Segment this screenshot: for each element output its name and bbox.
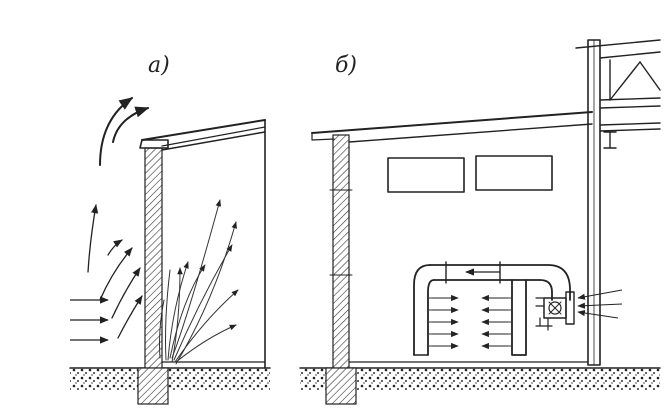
panel-b-ground (300, 368, 660, 390)
panel-a-roof-bottom (161, 131, 266, 151)
panel-b-air-duct (413, 261, 571, 356)
panel-a-roof-mid (161, 126, 266, 147)
panel-a-label: а) (148, 53, 170, 78)
panel-b-truss (575, 39, 661, 132)
panel-b-roof-top (311, 111, 593, 134)
panel-b-intake-arrows (577, 289, 623, 319)
panel-a-inside-arrows (159, 199, 239, 365)
panel-b-right-supply-arrows (481, 294, 508, 350)
panel-b-eave (311, 132, 335, 141)
panel-a-roof-arcs (99, 97, 150, 166)
panel-b-label: б) (335, 53, 357, 78)
panel-b-left-supply-arrows (432, 294, 459, 350)
panel-a-roof-top (141, 119, 266, 141)
panel-b-crane-rail (603, 131, 617, 149)
panel-a-foundation (137, 367, 169, 405)
panel-b: б) (299, 39, 661, 405)
panel-a: а) (69, 53, 271, 405)
panel-b-roof-bottom (348, 123, 593, 143)
panel-b-fan-unit (535, 291, 575, 331)
panel-b-foundation (325, 367, 357, 405)
panel-a-ground (70, 368, 270, 390)
panel-b-window-1 (387, 157, 465, 193)
panel-a-outside-rising-arrows (87, 204, 143, 339)
panel-b-window-2 (475, 155, 553, 191)
panel-b-wall (332, 134, 350, 369)
panel-a-inflow-arrows (70, 296, 109, 344)
panel-a-cornice (139, 139, 169, 149)
